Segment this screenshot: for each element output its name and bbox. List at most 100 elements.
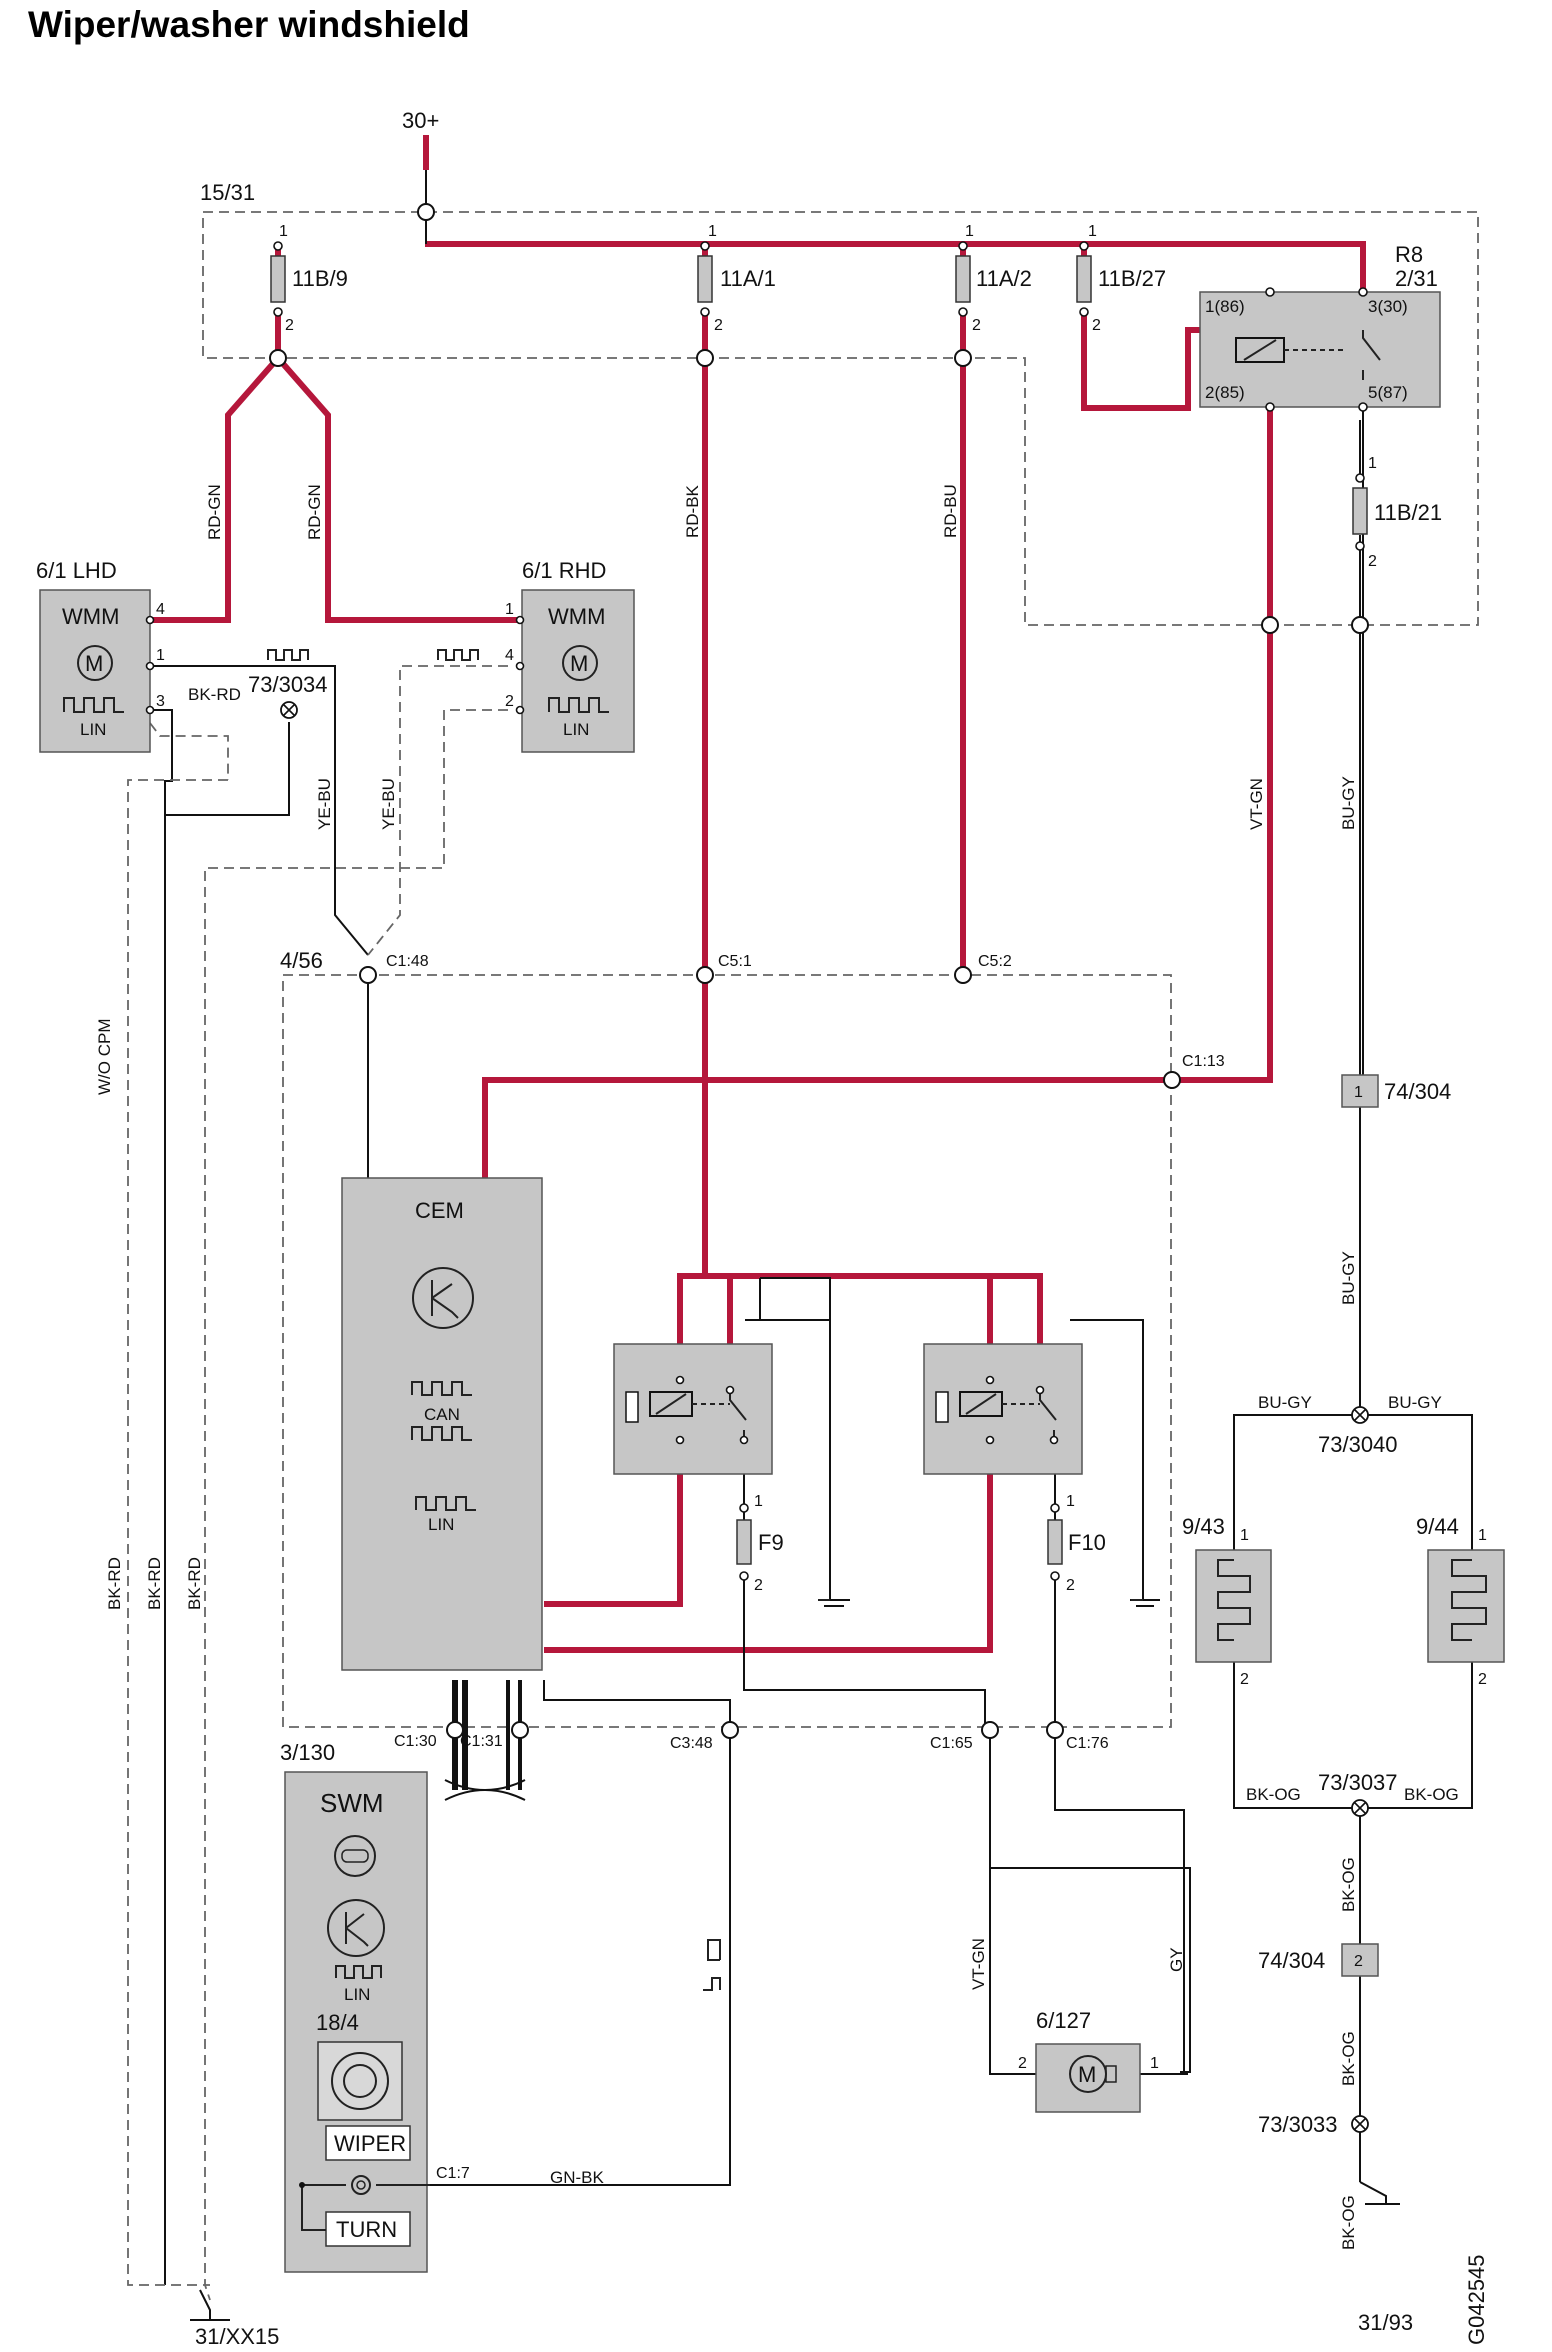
wire-color: BU-GY (1388, 1393, 1442, 1412)
connector-pin: 1 (1354, 1084, 1363, 1101)
connector-c1-31: C1:31 (460, 1733, 503, 1750)
heater-pin: 1 (1478, 1527, 1487, 1544)
cem-name: CEM (415, 1198, 464, 1223)
relay-sub-label: 2/31 (1395, 266, 1438, 291)
heater-9-43: 9/43 1 2 (1182, 1514, 1272, 1688)
lin-pulse-mark (703, 1939, 721, 1991)
swm-sub: 18/4 (316, 2010, 359, 2035)
page-title: Wiper/washer windshield (28, 4, 470, 45)
wire-color: BK-OG (1404, 1785, 1459, 1804)
fuse-pin: 1 (279, 223, 288, 240)
fuse-11b-21: 11B/21 1 2 (1352, 455, 1442, 570)
wire-color: RD-GN (305, 484, 324, 540)
wmm-motor-label: M (85, 651, 103, 676)
wire-color: BU-GY (1339, 1251, 1358, 1305)
fuse-pin: 2 (1368, 553, 1377, 570)
fuse-pin: 2 (285, 317, 294, 334)
wire-color: BU-GY (1339, 776, 1358, 830)
swm-lin: LIN (344, 1985, 370, 2004)
wmm-name: WMM (548, 604, 605, 629)
relay-pin-87: 5(87) (1368, 383, 1408, 402)
wire-color: BK-OG (1339, 2195, 1358, 2250)
wire-color: VT-GN (1247, 778, 1266, 830)
splice-73-3033: 73/3033 (1258, 2112, 1369, 2137)
relay-pin-86: 1(86) (1205, 297, 1245, 316)
wire-color: BK-RD (188, 685, 241, 704)
wire-color: VT-GN (969, 1938, 988, 1990)
cem-area-label: 4/56 (280, 948, 323, 973)
splice-label: 73/3033 (1258, 2112, 1338, 2137)
fuse-11a-1: 11A/1 1 2 (697, 223, 776, 334)
wmm-pin: 3 (156, 693, 165, 710)
heater-9-44: 9/44 1 2 (1416, 1514, 1505, 1688)
cem-can: CAN (424, 1405, 460, 1424)
connector-74-304-upper: 1 74/304 (1341, 1074, 1451, 1108)
connector-c1-7: C1:7 (436, 2165, 470, 2182)
wmm-rhd: M WMM LIN 6/1 RHD 1 4 2 (505, 558, 635, 753)
pump-ref: 6/127 (1036, 2008, 1091, 2033)
splice-73-3037: 73/3037 (1318, 1770, 1398, 1817)
cem-lin: LIN (428, 1515, 454, 1534)
wmm-pin: 2 (505, 693, 514, 710)
wire-color: YE-BU (315, 778, 334, 830)
fuse-pin: 2 (714, 317, 723, 334)
wire-color: BU-GY (1258, 1393, 1312, 1412)
fuse-label: 11A/1 (720, 266, 776, 291)
connector-pin: 2 (1354, 1953, 1363, 1970)
connector-c1-13: C1:13 (1182, 1053, 1225, 1070)
wmm-pin: 4 (156, 601, 165, 618)
wmm-bus: LIN (563, 720, 589, 739)
fuse-label: 11B/27 (1098, 266, 1166, 291)
supply-label: 30+ (402, 108, 439, 133)
wmm-pin: 1 (505, 601, 514, 618)
wmm-ref: 6/1 LHD (36, 558, 117, 583)
swm-turn: TURN (336, 2217, 397, 2242)
variant-wires (127, 665, 508, 2301)
wmm-pin: 1 (156, 647, 165, 664)
wmm-name: WMM (62, 604, 119, 629)
wire-color: W/O CPM (95, 1019, 114, 1096)
wmm-lhd: M WMM LIN 6/1 LHD 4 1 3 (36, 558, 165, 753)
pump-pin: 2 (1018, 2055, 1027, 2072)
fuse-pin: 1 (754, 1493, 763, 1510)
heater-pin: 1 (1240, 1527, 1249, 1544)
fuse-pin: 1 (965, 223, 974, 240)
fuse-box-border (202, 211, 1479, 626)
wmm-pin: 4 (505, 647, 514, 664)
fuse-pin: 2 (754, 1577, 763, 1594)
wmm-ref: 6/1 RHD (522, 558, 606, 583)
ground-right-label: 31/93 (1358, 2310, 1413, 2335)
fuse-pin: 2 (972, 317, 981, 334)
fuse-f9: F9 1 2 (736, 1493, 784, 1594)
connector-c5-2: C5:2 (978, 953, 1012, 970)
connector-c1-76: C1:76 (1066, 1735, 1109, 1752)
fuse-pin: 1 (1066, 1493, 1075, 1510)
wire-color: GY (1167, 1947, 1186, 1972)
wire-color: BK-OG (1339, 2031, 1358, 2086)
connector-label: 74/304 (1258, 1948, 1325, 1973)
splice-label: 73/3037 (1318, 1770, 1398, 1795)
fuse-11a-2: 11A/2 1 2 (955, 223, 1032, 334)
connector-c1-48: C1:48 (386, 953, 429, 970)
relay-pin-30: 3(30) (1368, 297, 1408, 316)
lin-pulse-mark (437, 649, 479, 661)
wire-color: GN-BK (550, 2168, 605, 2187)
swm-module: SWM LIN 18/4 WIPER TURN 3/130 (280, 1740, 430, 2273)
connector-label: 74/304 (1384, 1079, 1451, 1104)
wmm-bus: LIN (80, 720, 106, 739)
fuse-f10: F10 1 2 (1047, 1493, 1106, 1594)
wire-color: BK-RD (145, 1557, 164, 1610)
connector-c1-30: C1:30 (394, 1733, 437, 1750)
cem-relay-2 (923, 1343, 1083, 1475)
splice-73-3034: BK-RD 73/3034 (188, 672, 328, 719)
fuse-11b-27: 11B/27 1 2 (1076, 223, 1166, 334)
fuse-label: 11B/21 (1374, 500, 1442, 525)
fuse-pin: 1 (1368, 455, 1377, 472)
washer-pump: M 6/127 2 1 (1018, 2008, 1159, 2113)
fuse-11b-9: 11B/9 1 2 (270, 223, 348, 334)
lin-pulse-mark (267, 649, 309, 661)
swm-name: SWM (320, 1788, 384, 1818)
connector-c3-48: C3:48 (670, 1735, 713, 1752)
fuse-pin: 2 (1066, 1577, 1075, 1594)
